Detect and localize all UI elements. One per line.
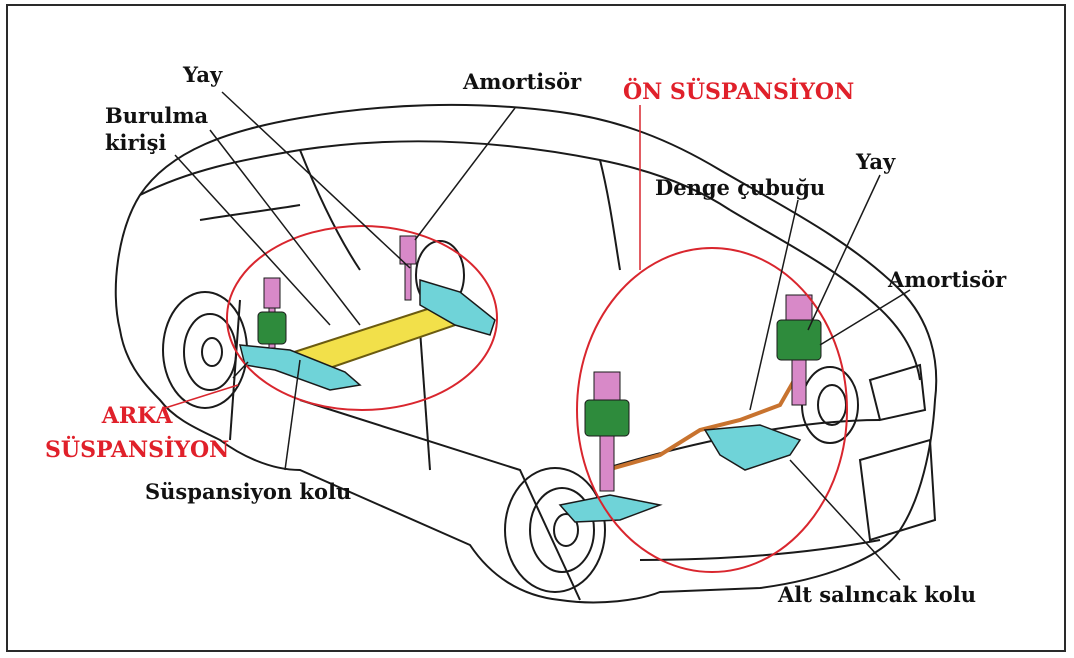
leader-lines bbox=[174, 91, 911, 581]
torsion-beam-label: Burulma kirişi bbox=[105, 103, 209, 155]
rear-suspension-highlight bbox=[226, 225, 498, 411]
rear-right-suspension-arm bbox=[419, 278, 496, 336]
front-right-lower-arm bbox=[703, 424, 802, 471]
rear-spring-label: Yay bbox=[183, 62, 223, 87]
front-spring-label: Yay bbox=[856, 149, 896, 174]
rear-suspension-label: ARKA SÜSPANSİYON bbox=[45, 403, 230, 463]
lower-control-arm-label: Alt salıncak kolu bbox=[778, 582, 976, 607]
front-wheel bbox=[504, 467, 606, 593]
front-suspension-highlight bbox=[576, 247, 848, 573]
front-left-lower-arm bbox=[558, 494, 663, 523]
diagram-frame bbox=[6, 4, 1066, 652]
front-suspension-label: ÖN SÜSPANSİYON bbox=[623, 79, 855, 105]
car-body bbox=[114, 103, 938, 604]
red-leader-lines bbox=[164, 105, 641, 409]
rear-left-spring bbox=[257, 311, 287, 345]
front-shock-label: Amortisör bbox=[888, 267, 1007, 292]
front-right-strut bbox=[776, 294, 822, 406]
rear-shock-label: Amortisör bbox=[463, 69, 582, 94]
rear-left-suspension-arm bbox=[239, 344, 362, 391]
rear-right-shock bbox=[399, 235, 417, 301]
front-left-strut bbox=[584, 371, 630, 492]
front-right-brake bbox=[801, 366, 859, 444]
suspension-arm-label: Süspansiyon kolu bbox=[145, 479, 352, 504]
stabilizer-bar-label: Denge çubuğu bbox=[655, 175, 826, 200]
